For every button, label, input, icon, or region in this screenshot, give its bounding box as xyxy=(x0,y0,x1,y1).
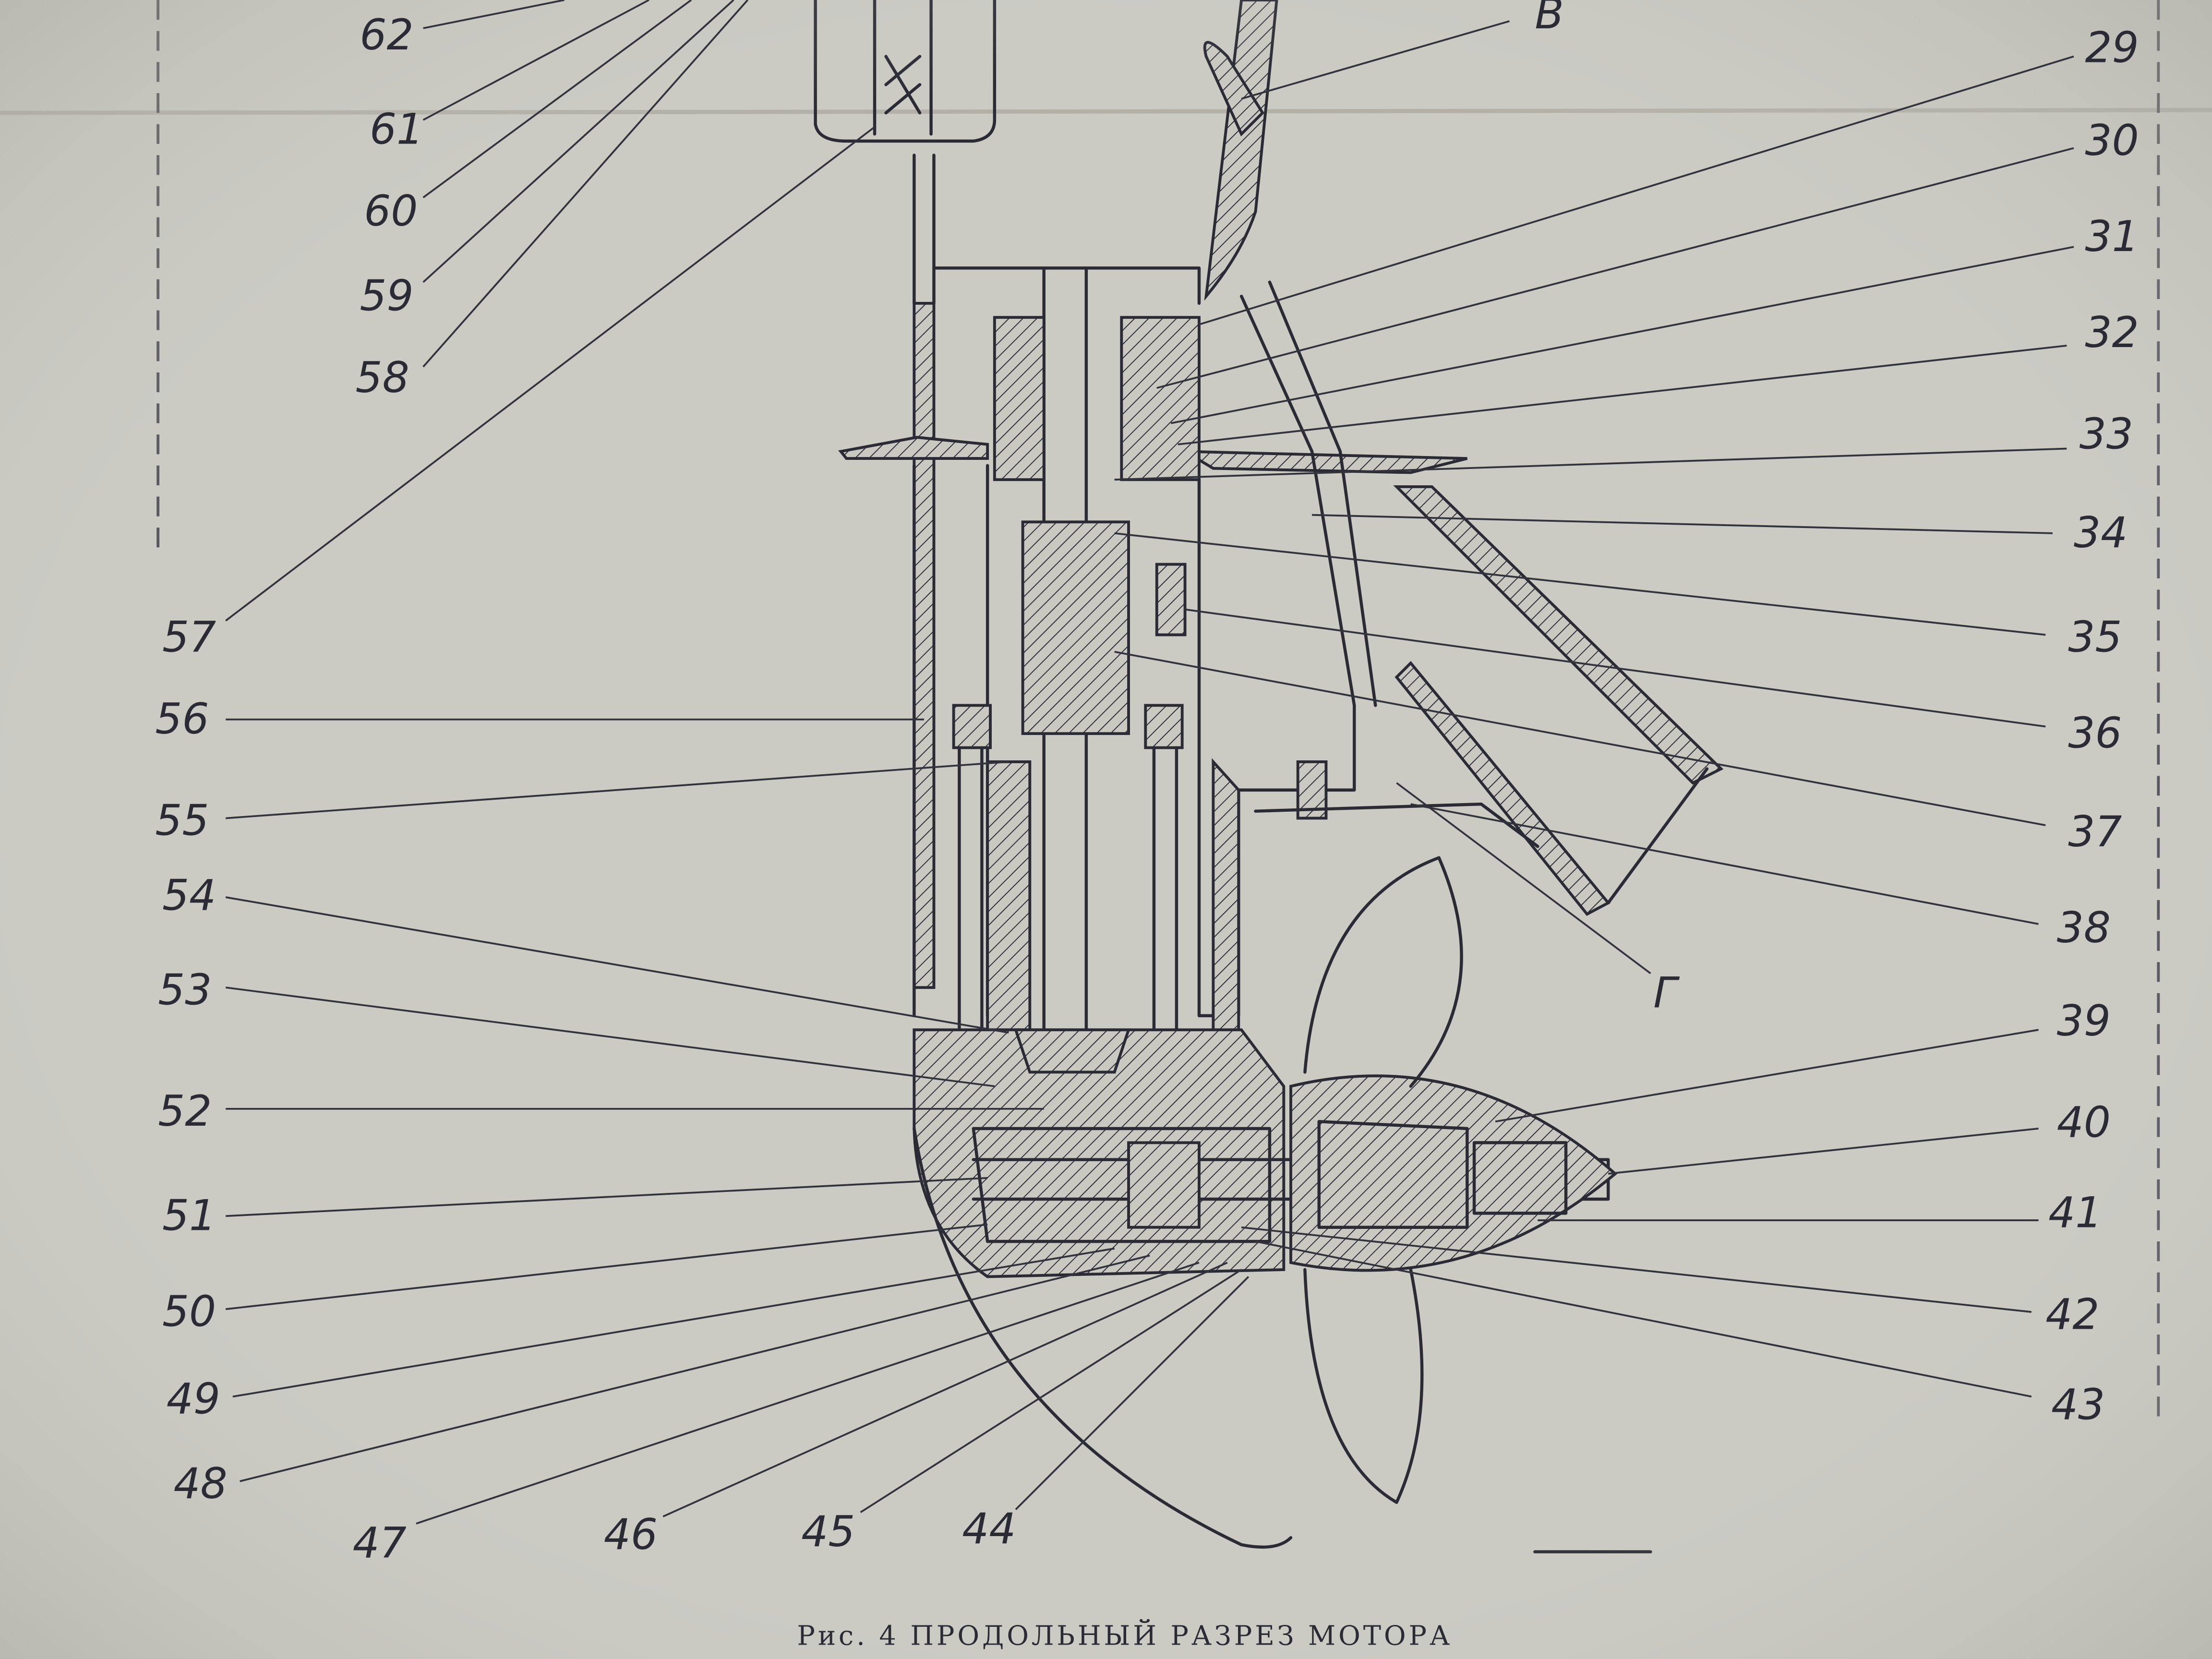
callout-59: 59 xyxy=(360,271,413,321)
callout-54: 54 xyxy=(162,871,216,920)
leader-line-callout-38 xyxy=(1410,803,2039,925)
leader-line-callout-55 xyxy=(226,761,1009,819)
callout-52: 52 xyxy=(158,1086,212,1136)
leader-line-callout-45 xyxy=(860,1269,1242,1513)
callout-51: 51 xyxy=(162,1191,216,1240)
callout-44: 44 xyxy=(962,1504,1016,1553)
callout-43: 43 xyxy=(2051,1380,2105,1429)
callout-48: 48 xyxy=(173,1459,227,1508)
callout-60: 60 xyxy=(364,186,418,236)
leader-line-letter-mark-1 xyxy=(1396,782,1651,974)
callout-31: 31 xyxy=(2085,212,2139,261)
leader-line-callout-39 xyxy=(1495,1029,2039,1123)
leader-line-callout-50 xyxy=(225,1223,988,1310)
callout-34: 34 xyxy=(2074,508,2128,557)
leader-line-callout-62 xyxy=(423,0,565,29)
callout-53: 53 xyxy=(158,965,212,1014)
callout-40: 40 xyxy=(2057,1098,2111,1147)
callout-57: 57 xyxy=(162,613,216,662)
callout-47: 47 xyxy=(353,1518,407,1567)
callout-29: 29 xyxy=(2085,23,2139,72)
leader-line-callout-42 xyxy=(1241,1226,2032,1313)
leader-line-callout-31 xyxy=(1170,246,2074,424)
leader-line-callout-48 xyxy=(240,1254,1150,1482)
callout-49: 49 xyxy=(167,1374,220,1424)
leader-line-callout-43 xyxy=(1255,1240,2032,1398)
leader-line-callout-34 xyxy=(1312,514,2053,534)
leader-line-callout-47 xyxy=(416,1262,1200,1525)
callout-42: 42 xyxy=(2045,1289,2099,1339)
callout-32: 32 xyxy=(2085,308,2139,357)
leader-line-callout-61 xyxy=(422,0,649,121)
callout-46: 46 xyxy=(604,1510,658,1559)
leader-line-letter-mark-0 xyxy=(1241,20,1510,100)
callout-55: 55 xyxy=(155,796,209,845)
callout-56: 56 xyxy=(155,694,209,744)
callout-45: 45 xyxy=(801,1507,855,1556)
leader-line-callout-60 xyxy=(422,0,692,198)
leader-line-callout-59 xyxy=(422,0,734,283)
leader-line-callout-37 xyxy=(1114,650,2046,827)
callout-37: 37 xyxy=(2068,807,2122,856)
leader-line-callout-30 xyxy=(1156,147,2074,389)
leader-line-callout-54 xyxy=(225,896,1009,1034)
leader-line-callout-58 xyxy=(422,0,748,368)
callout-33: 33 xyxy=(2080,409,2133,459)
letter-mark-1: Г xyxy=(1653,968,1680,1017)
leader-line-callout-53 xyxy=(225,986,995,1087)
leader-line-callout-57 xyxy=(225,126,876,622)
callout-30: 30 xyxy=(2085,116,2139,165)
letter-mark-0: В xyxy=(1535,0,1563,38)
leader-line-callout-35 xyxy=(1114,532,2046,636)
callout-35: 35 xyxy=(2068,613,2122,662)
callout-58: 58 xyxy=(356,353,409,402)
leader-line-callout-36 xyxy=(1185,608,2046,728)
leader-line-callout-29 xyxy=(1199,55,2074,325)
paper-fold xyxy=(0,108,2212,115)
callout-50: 50 xyxy=(162,1286,216,1336)
leader-line-callout-46 xyxy=(662,1262,1228,1517)
leader-line-callout-51 xyxy=(226,1177,988,1217)
callout-leader-lines xyxy=(225,0,2074,1525)
leader-line-callout-44 xyxy=(1015,1276,1250,1510)
callout-36: 36 xyxy=(2068,709,2122,758)
leader-line-callout-49 xyxy=(232,1247,1115,1398)
callout-38: 38 xyxy=(2057,903,2111,952)
callout-labels: 62 61 60 59 58 57 56 55 54 53 52 51 50 49 48 47 46 45 44 29… xyxy=(155,0,2139,1567)
leader-line-callout-40 xyxy=(1608,1128,2039,1175)
callout-62: 62 xyxy=(360,10,413,60)
figure-caption: Рис. 4 ПРОДОЛЬНЫЙ РАЗРЕЗ МОТОРА xyxy=(797,1619,1453,1652)
leader-line-callout-33 xyxy=(1114,447,2067,481)
callout-61: 61 xyxy=(370,105,423,154)
callout-41: 41 xyxy=(2048,1188,2102,1238)
leader-line-callout-32 xyxy=(1178,345,2067,445)
callout-39: 39 xyxy=(2057,996,2111,1046)
